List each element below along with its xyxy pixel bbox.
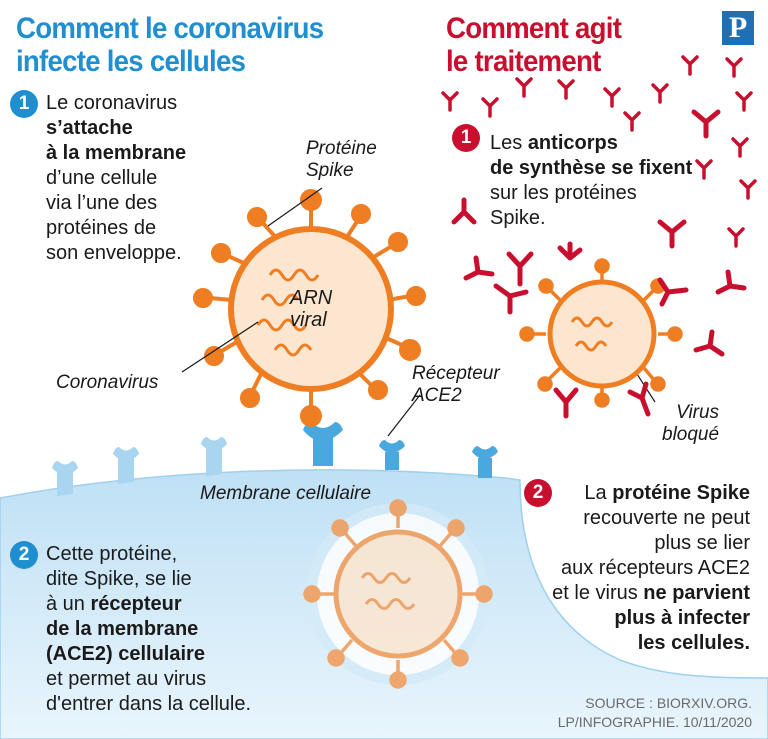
text-line: d'entrer dans la cellule. [46,693,252,715]
text-emphasis: de synthèse se fixent [490,157,693,179]
label-line: viral [290,309,327,331]
virus-icon [519,258,683,408]
left-step1-text: Le coronavirus s’attache à la membrane d… [46,91,186,266]
virus-icon [193,189,426,427]
text-line: dite Spike, se lie [46,568,192,590]
text-line: sur les protéines [490,182,637,204]
text-line: plus se lier [654,532,750,554]
label-line: bloqué [662,424,720,445]
text-line: Cette protéine, [46,543,178,565]
label-line: Protéine [306,138,377,159]
step-badge: 1 [452,124,480,152]
text-emphasis: protéine Spike [612,482,750,504]
label-line: Spike [306,160,354,181]
text-line: aux récepteurs ACE2 [561,557,750,579]
text-emphasis: ne parvient [643,582,750,604]
left-title-line: Comment le coronavirus [16,12,324,45]
right-title-line: le traitement [446,45,601,78]
label-line: ARN [290,287,333,309]
antibody-icon [441,55,757,419]
text-line: son enveloppe. [46,242,182,264]
text-line: protéines de [46,217,157,239]
virus-icon [303,499,493,689]
left-title: Comment le coronavirus infecte les cellu… [16,12,324,78]
text-line: Le coronavirus [46,92,178,114]
logo-icon: P [722,11,754,45]
text-line: recouverte ne peut [583,507,750,529]
cell-membrane-label: Membrane cellulaire [200,483,372,504]
coronavirus-label: Coronavirus [56,372,159,393]
text-line: Les [490,132,528,154]
spike-protein-label: Protéine Spike [306,138,377,182]
text-line: La [584,482,613,504]
text-emphasis: à la membrane [46,142,187,164]
text-emphasis: récepteur [90,593,182,615]
right-step2-text: La protéine Spike recouverte ne peut plu… [544,481,750,656]
text-line: à un [46,593,91,615]
right-title-line: Comment agit [446,12,622,45]
source-line: LP/INFOGRAPHIE. 10/11/2020 [557,714,752,730]
text-emphasis: anticorps [527,132,618,154]
right-title: Comment agit le traitement [446,12,622,78]
blocked-virus-label: Virus bloqué [662,402,719,446]
text-emphasis: les cellules. [637,632,750,654]
text-emphasis: s’attache [46,117,133,139]
text-line: et permet au virus [46,668,207,690]
viral-rna-label: ARN viral [290,287,332,331]
source-line: SOURCE : BIORXIV.ORG. [585,695,752,711]
label-line: ACE2 [412,385,462,406]
text-emphasis: (ACE2) cellulaire [46,643,205,665]
source-credit: SOURCE : BIORXIV.ORG. LP/INFOGRAPHIE. 10… [558,694,752,732]
ace2-receptor-icon [52,437,227,496]
right-step1-text: Les anticorps de synthèse se fixent sur … [490,131,692,231]
text-emphasis: plus à infecter [614,607,750,629]
text-emphasis: de la membrane [46,618,199,640]
text-line: via l’une des [46,192,158,214]
step-badge: 2 [10,541,38,569]
text-line: d’une cellule [46,167,158,189]
step-badge: 2 [524,479,552,507]
ace2-receptor-label: Récepteur ACE2 [412,363,500,407]
left-title-line: infecte les cellules [16,45,246,78]
label-line: Virus [676,402,720,423]
left-step2-text: Cette protéine, dite Spike, se lie à un … [46,542,251,717]
text-line: Spike. [490,207,546,229]
text-line: et le virus [552,582,644,604]
step-badge: 1 [10,90,38,118]
label-line: Récepteur [412,363,500,384]
